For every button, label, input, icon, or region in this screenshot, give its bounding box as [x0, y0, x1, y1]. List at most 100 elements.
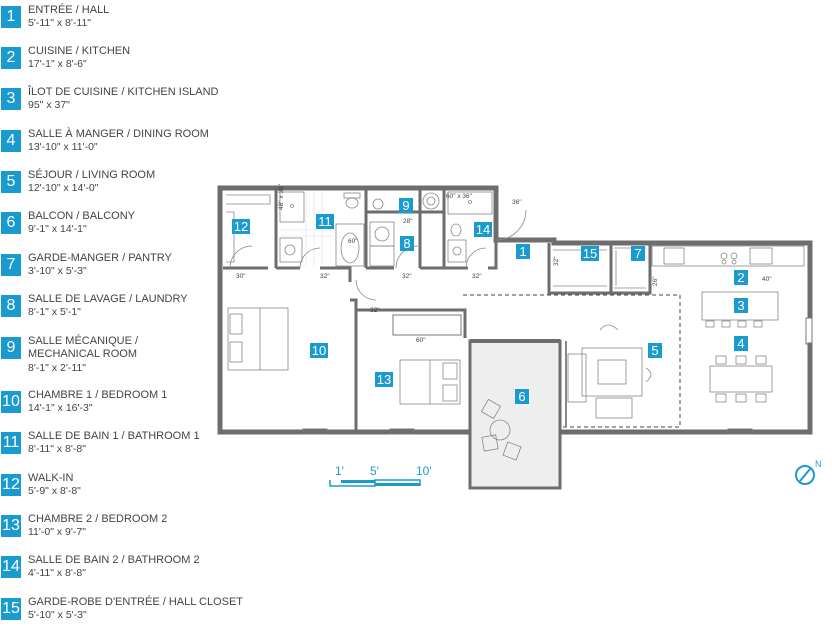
- legend-room-dimensions: 5'-9" x 8'-8": [28, 485, 81, 497]
- legend-room-dimensions: 3'-10" x 5'-3": [28, 265, 87, 277]
- room-tag-13: 13: [375, 372, 393, 387]
- dim-36: 36": [512, 199, 522, 206]
- room-tag-11: 11: [316, 214, 334, 229]
- dimension-labels: 48" x 36" 60" x 36" 60" 28" 36" 32" 32" …: [236, 183, 772, 344]
- legend-number: 1: [1, 6, 21, 28]
- dim-shower-2: 60" x 36": [446, 193, 473, 200]
- legend-room-dimensions: 11'-0" x 9'-7": [28, 526, 86, 538]
- balcony-outline: [468, 339, 562, 490]
- dim-32: 32": [370, 307, 380, 314]
- legend-number: 10: [1, 391, 21, 413]
- svg-text:5: 5: [651, 343, 658, 358]
- svg-text:5': 5': [370, 464, 379, 478]
- legend-number: 11: [1, 432, 21, 454]
- legend-room-dimensions: 13'-10" x 11'-0": [28, 141, 98, 153]
- legend-number: 8: [1, 295, 21, 317]
- legend-room-name: CUISINE / KITCHEN: [28, 45, 131, 57]
- svg-text:10: 10: [312, 343, 326, 358]
- dim-32: 32": [472, 273, 482, 280]
- svg-text:11: 11: [318, 214, 332, 229]
- legend-number: 12: [1, 474, 21, 496]
- legend-room-name: WALK-IN: [28, 472, 74, 484]
- room-tag-9: 9: [399, 198, 413, 213]
- legend-room-dimensions: 8'-11" x 8'-8": [28, 443, 86, 455]
- svg-text:13: 13: [377, 372, 391, 387]
- legend-room-name: SÉJOUR / LIVING ROOM: [28, 169, 156, 181]
- legend-number: 3: [1, 88, 21, 110]
- svg-text:1': 1': [335, 464, 344, 478]
- room-tag-1: 1: [516, 244, 530, 259]
- svg-text:12: 12: [234, 219, 248, 234]
- legend-room-dimensions: 95" x 37": [28, 99, 70, 111]
- legend-room-name: SALLE DE BAIN 1 / BATHROOM 1: [28, 430, 200, 442]
- legend-number: 6: [1, 212, 21, 234]
- dim-32: 32": [553, 256, 560, 266]
- room-tag-5: 5: [648, 343, 662, 358]
- dim-40: 40": [762, 276, 772, 283]
- svg-text:4: 4: [737, 336, 744, 351]
- legend-number: 7: [1, 254, 21, 276]
- dim-tub: 60": [348, 238, 358, 245]
- svg-text:N: N: [815, 459, 822, 469]
- room-tag-2: 2: [734, 270, 748, 285]
- fixtures: [226, 191, 805, 461]
- dim-28: 28": [403, 218, 413, 225]
- room-tag-7: 7: [631, 246, 645, 261]
- legend-room-name-line2: MECHANICAL ROOM: [28, 348, 137, 360]
- dim-shower-1: 48" x 36": [278, 183, 285, 210]
- legend-room-name: ENTRÉE / HALL: [28, 4, 110, 16]
- svg-text:6: 6: [518, 389, 525, 404]
- room-tag-6: 6: [515, 389, 529, 404]
- dim-32: 32": [320, 273, 330, 280]
- legend-room-dimensions: 12'-10" x 14'-0": [28, 182, 99, 194]
- room-tag-12: 12: [232, 219, 250, 234]
- legend-room-dimensions: 8'-1" x 5'-1": [28, 306, 81, 318]
- svg-text:8: 8: [403, 236, 410, 251]
- scale-bar: 1' 5' 10': [329, 464, 432, 487]
- svg-text:7: 7: [634, 246, 641, 261]
- svg-text:3: 3: [737, 298, 744, 313]
- doors: [229, 209, 527, 301]
- room-tags: 1 2 3 4 5 6 7 8 9 10 11 12 13 14 15: [232, 198, 748, 404]
- legend-room-name: SALLE DE LAVAGE / LAUNDRY: [28, 293, 188, 305]
- compass-icon: N: [795, 459, 822, 485]
- legend-room-name: SALLE À MANGER / DINING ROOM: [28, 128, 209, 140]
- room-tag-8: 8: [400, 236, 414, 251]
- legend-room-name: GARDE-MANGER / PANTRY: [28, 252, 172, 264]
- living-area-outline: [463, 294, 681, 428]
- legend-room-dimensions: 17'-1" x 8'-6": [28, 58, 87, 70]
- legend-number: 4: [1, 130, 21, 152]
- room-tag-14: 14: [474, 222, 492, 237]
- svg-text:15: 15: [583, 246, 597, 261]
- legend-number: 9: [1, 337, 21, 359]
- dim-60: 60": [416, 337, 426, 344]
- legend-room-name: BALCON / BALCONY: [28, 210, 135, 222]
- dim-30: 30": [236, 273, 246, 280]
- svg-text:9: 9: [402, 198, 409, 213]
- dim-32: 32": [402, 273, 412, 280]
- legend-number: 15: [1, 598, 21, 620]
- svg-text:10': 10': [416, 464, 432, 478]
- legend-room-dimensions: 5'-11" x 8'-11": [28, 17, 92, 29]
- legend-room-name: SALLE DE BAIN 2 / BATHROOM 2: [28, 554, 200, 566]
- legend-room-name: ÎLOT DE CUISINE / KITCHEN ISLAND: [28, 86, 219, 98]
- svg-text:2: 2: [737, 270, 744, 285]
- svg-text:1: 1: [519, 244, 526, 259]
- room-tag-3: 3: [734, 298, 748, 313]
- legend-room-name: SALLE MÉCANIQUE /: [28, 335, 139, 347]
- legend-room-name: CHAMBRE 1 / BEDROOM 1: [28, 389, 168, 401]
- room-tag-10: 10: [310, 343, 328, 358]
- legend-number: 2: [1, 47, 21, 69]
- legend-room-dimensions: 9'-1" x 14'-1": [28, 223, 87, 235]
- legend-room-dimensions: 5'-10" x 5'-3": [28, 609, 87, 621]
- room-tag-4: 4: [734, 336, 748, 351]
- windows: [302, 314, 813, 435]
- legend-room-dimensions: 8'-1" x 2'-11": [28, 362, 86, 374]
- dim-26: 26": [652, 276, 659, 286]
- legend-number: 14: [1, 556, 21, 578]
- legend-number: 5: [1, 171, 21, 193]
- legend-room-name: CHAMBRE 2 / BEDROOM 2: [28, 513, 168, 525]
- legend-room-dimensions: 14'-1" x 16'-3": [28, 402, 93, 414]
- room-tag-15: 15: [581, 246, 599, 261]
